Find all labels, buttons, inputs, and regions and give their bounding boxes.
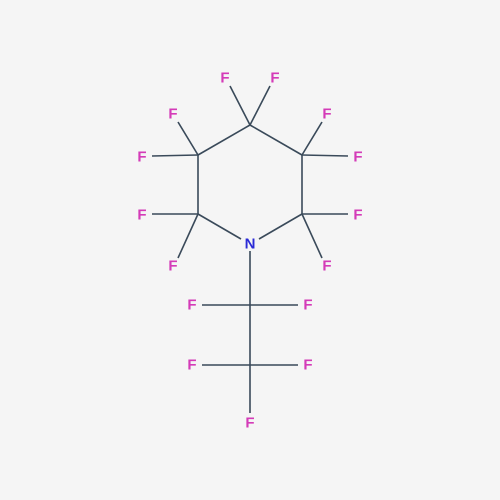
atom-fluorine: F xyxy=(137,149,146,166)
atom-fluorine: F xyxy=(270,70,279,87)
atom-fluorine: F xyxy=(303,297,312,314)
bond-c5-f xyxy=(301,121,323,156)
bond-c3-f xyxy=(177,121,199,156)
atom-fluorine: F xyxy=(220,70,229,87)
bond-c6-f xyxy=(301,213,323,259)
atom-nitrogen: N xyxy=(245,236,256,253)
bond-c4-f xyxy=(229,85,251,126)
atom-fluorine: F xyxy=(303,357,312,374)
bond-c6-n1 xyxy=(258,213,303,240)
atom-fluorine: F xyxy=(353,207,362,224)
atom-fluorine: F xyxy=(168,258,177,275)
atom-labels: N F F F F F F F F F F F F F F F xyxy=(137,70,362,432)
atom-fluorine: F xyxy=(137,207,146,224)
atom-fluorine: F xyxy=(187,297,196,314)
atom-fluorine: F xyxy=(168,106,177,123)
bond-c4-c5 xyxy=(249,124,303,156)
atom-fluorine: F xyxy=(187,357,196,374)
bond-c3-f xyxy=(151,154,199,157)
atom-fluorine: F xyxy=(322,106,331,123)
atom-fluorine: F xyxy=(322,258,331,275)
bond-c4-f xyxy=(249,85,271,126)
bond-c4-c3 xyxy=(197,124,251,156)
bond-c5-f xyxy=(301,154,349,157)
bond-lines xyxy=(151,85,349,413)
atom-fluorine: F xyxy=(353,149,362,166)
bond-c2-n1 xyxy=(197,213,242,240)
bond-c2-f xyxy=(177,213,199,259)
atom-fluorine: F xyxy=(245,415,254,432)
